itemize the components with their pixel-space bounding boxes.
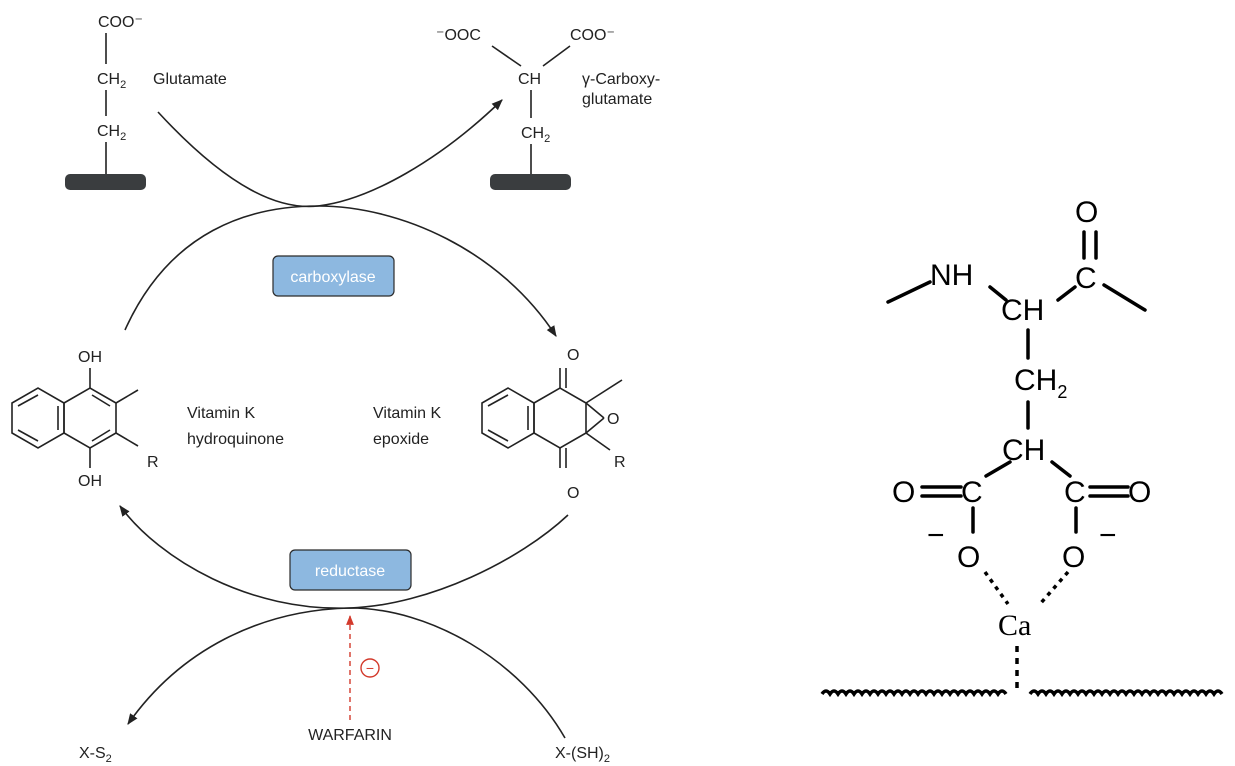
hydroquinone-oh-bottom: OH <box>78 473 102 490</box>
protein-backbone-bar <box>65 174 146 190</box>
x-sh2-label: X-(SH)2 <box>555 745 610 765</box>
gla-label-line1: γ-Carboxy- <box>582 71 660 88</box>
inhibition-symbol <box>360 658 380 678</box>
gla-c-top: C <box>1075 262 1097 295</box>
carboxylase-label: carboxylase <box>290 269 375 286</box>
epoxide-o-bottom: O <box>567 485 579 502</box>
neg-right: − <box>1099 519 1117 552</box>
x-s2-label: X-S2 <box>79 745 112 765</box>
epoxide-o-ring: O <box>607 411 619 428</box>
gla-o-minus-right: O <box>1062 541 1085 574</box>
gla-calcium-structure: NH CH C O CH2 CH C C O O − − O O Ca <box>820 196 1224 698</box>
hydroquinone-label-line1: Vitamin K <box>187 405 256 422</box>
neg-left: − <box>927 519 945 552</box>
oxidation-arrow <box>124 205 557 337</box>
gla-structure: ⁻OOC COO⁻ CH CH2 <box>436 27 615 190</box>
vitamin-k-epoxide-structure: O O O R <box>481 347 626 502</box>
glutamate-label: Glutamate <box>153 71 227 88</box>
gla-ch: CH <box>518 71 541 88</box>
epoxide-label-line2: epoxide <box>373 431 429 448</box>
gla-ch2: CH2 <box>1014 364 1067 402</box>
gla-coo: COO⁻ <box>570 27 615 44</box>
gla-ch-top: CH <box>1001 294 1044 327</box>
membrane-surface-right <box>1028 689 1224 698</box>
gla-o-left: O <box>892 476 915 509</box>
gla-o-minus-left: O <box>957 541 980 574</box>
thiol-oxidation-arrow <box>127 607 566 739</box>
coordination-bond-right <box>1038 570 1070 606</box>
membrane-surface-left <box>820 689 1008 698</box>
warfarin-label: WARFARIN <box>308 727 392 744</box>
carboxylation-arrow <box>157 99 503 208</box>
glutamate-ch2-a: CH2 <box>97 71 126 91</box>
epoxide-label-line1: Vitamin K <box>373 405 442 422</box>
gla-ooc: ⁻OOC <box>436 27 481 44</box>
gla-o-right: O <box>1128 476 1151 509</box>
hydroquinone-r: R <box>147 454 159 471</box>
epoxide-o-top: O <box>567 347 579 364</box>
hydroquinone-label-line2: hydroquinone <box>187 431 284 448</box>
carboxylase-box <box>272 255 395 297</box>
glutamate-ch2-b: CH2 <box>97 123 126 143</box>
glutamate-coo: COO⁻ <box>98 14 143 31</box>
glutamate-structure: COO⁻ CH2 CH2 <box>65 14 146 190</box>
calcium-ion: Ca <box>998 609 1031 642</box>
gla-o-top: O <box>1075 196 1098 229</box>
reductase-label: reductase <box>315 563 385 580</box>
epoxide-r: R <box>614 454 626 471</box>
gla-c-right: C <box>1064 476 1086 509</box>
protein-backbone-bar <box>490 174 571 190</box>
hydroquinone-oh-top: OH <box>78 349 102 366</box>
reductase-box <box>289 549 412 591</box>
gla-label-line2: glutamate <box>582 91 652 108</box>
coordination-bond-left <box>983 570 1010 606</box>
gla-ch2: CH2 <box>521 125 550 145</box>
gla-nh: NH <box>930 259 973 292</box>
vitamin-k-hydroquinone-structure: OH OH R <box>11 349 159 490</box>
gla-c-left: C <box>961 476 983 509</box>
inhibition-minus: − <box>366 660 374 676</box>
